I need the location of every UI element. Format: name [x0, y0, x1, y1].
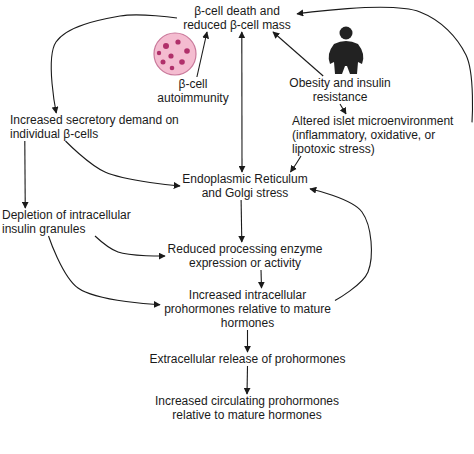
arrow-connector	[24, 141, 26, 208]
node-label: Endoplasmic Reticulum and Golgi stress	[180, 172, 310, 200]
arrow-connector	[340, 104, 346, 114]
arrow-connector	[66, 141, 181, 186]
node-label: Increased circulating prohormones relati…	[147, 394, 347, 422]
cell-nucleus	[175, 39, 180, 44]
node-label: Extracellular release of prohormones	[135, 352, 360, 366]
arrow-connector	[273, 32, 323, 76]
person-head	[340, 27, 353, 40]
process-text-node: β-cell death and reduced β-cell mass	[177, 4, 297, 32]
cell-nucleus	[157, 51, 161, 55]
arrow-connector	[241, 200, 243, 242]
arrow-connector	[246, 366, 248, 394]
cell-nucleus	[184, 48, 190, 54]
cell-nucleus	[161, 60, 166, 65]
node-label: Depletion of intracellular insulin granu…	[2, 208, 157, 236]
arrow-connector	[247, 330, 248, 352]
cell-nucleus	[168, 53, 173, 58]
islet-cell-illustration	[154, 33, 196, 75]
cell-nucleus	[163, 43, 169, 49]
arrow-connector	[95, 236, 165, 256]
node-label: Obesity and insulin resistance	[284, 76, 396, 104]
process-text-node: Depletion of intracellular insulin granu…	[2, 208, 157, 236]
person-body	[329, 41, 364, 74]
process-text-node: Obesity and insulin resistance	[284, 76, 396, 104]
process-text-node: Extracellular release of prohormones	[135, 352, 360, 366]
process-text-node: Increased secretory demand on individual…	[10, 113, 195, 141]
process-text-node: Increased intracellular prohormones rela…	[160, 288, 335, 330]
process-text-node: Increased circulating prohormones relati…	[147, 394, 347, 422]
cell-nucleus	[170, 66, 175, 71]
node-label: Increased secretory demand on individual…	[10, 113, 195, 141]
arrow-connector	[197, 32, 207, 77]
arrow-connector	[260, 270, 262, 288]
node-label: Reduced processing enzyme expression or …	[165, 242, 325, 270]
obese-person-icon	[329, 27, 364, 75]
node-label: β-cell death and reduced β-cell mass	[177, 4, 297, 32]
process-text-node: Reduced processing enzyme expression or …	[165, 242, 325, 270]
process-text-node: β-cell autoimmunity	[154, 77, 232, 105]
node-label: Increased intracellular prohormones rela…	[160, 288, 335, 330]
process-text-node: Altered islet microenvironment (inflamma…	[292, 114, 472, 156]
arrow-connector	[49, 236, 161, 305]
arrow-connector	[241, 32, 242, 172]
node-label: Altered islet microenvironment (inflamma…	[292, 114, 472, 156]
islet-outline	[154, 33, 196, 75]
cell-nucleus	[179, 59, 185, 65]
node-label: β-cell autoimmunity	[154, 77, 232, 105]
arrow-connector	[297, 7, 473, 122]
process-text-node: Endoplasmic Reticulum and Golgi stress	[180, 172, 310, 200]
arrow-connector	[291, 156, 302, 172]
